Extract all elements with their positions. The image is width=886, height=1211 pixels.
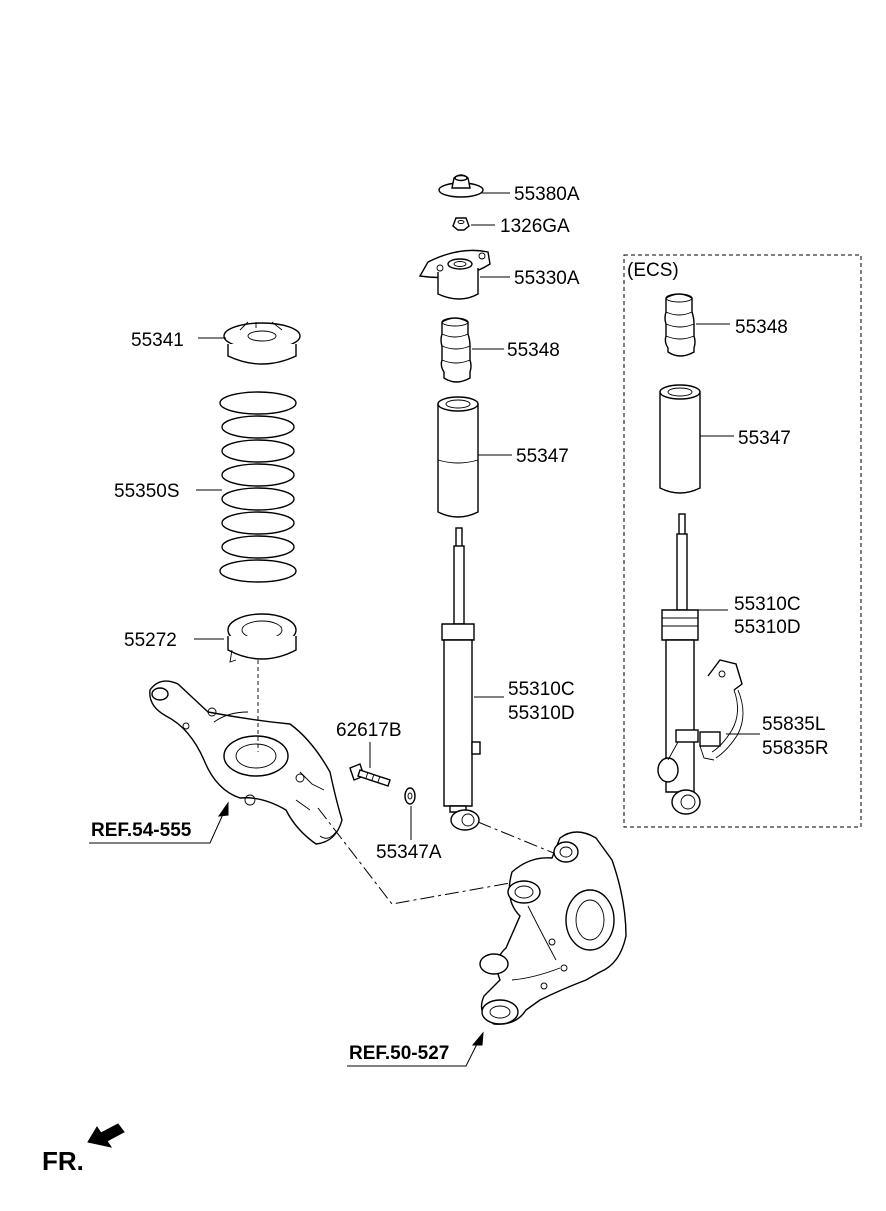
front-indicator: FR. (42, 1123, 125, 1176)
dust-cover (437, 396, 479, 518)
label-1326ga: 1326GA (500, 216, 570, 237)
bolt (349, 763, 391, 787)
label-55341: 55341 (131, 330, 184, 351)
lower-arm (149, 680, 343, 845)
front-arrow-icon (87, 1123, 125, 1148)
washer (404, 787, 416, 805)
mount-line-lower-arm (317, 807, 517, 905)
top-mount (418, 249, 491, 300)
bump-stopper (440, 317, 472, 383)
label-55272: 55272 (124, 630, 177, 651)
svg-text:REF.50-527: REF.50-527 (349, 1043, 449, 1064)
ref-lower-arm: REF.54-555 (89, 801, 229, 844)
ref-knuckle: REF.50-527 (347, 1031, 484, 1067)
nut (452, 217, 470, 231)
label-55347: 55347 (516, 446, 569, 467)
ecs-bump-stopper (664, 293, 696, 357)
knuckle (479, 831, 627, 1025)
ecs-sensor-harness (667, 659, 744, 761)
svg-text:FR.: FR. (42, 1146, 84, 1176)
label-ecs-55835l: 55835L (762, 714, 825, 735)
label-ecs-55310d: 55310D (734, 617, 801, 638)
label-ecs-55310c: 55310C (734, 594, 801, 615)
shock-absorber (441, 527, 481, 831)
label-ecs: (ECS) (627, 260, 679, 281)
label-55347a: 55347A (376, 842, 442, 863)
spring-lower-pad (227, 613, 297, 663)
label-55330a: 55330A (514, 268, 580, 289)
label-62617b: 62617B (336, 720, 402, 741)
label-55380a: 55380A (514, 184, 580, 205)
mount-line-shock (477, 821, 557, 855)
svg-text:REF.54-555: REF.54-555 (91, 820, 192, 841)
label-ecs-55835r: 55835R (762, 738, 829, 759)
ecs-variant-box (623, 254, 862, 828)
label-55310d: 55310D (508, 703, 575, 724)
ecs-dust-cover (659, 384, 701, 494)
label-ecs-55348: 55348 (735, 317, 788, 338)
spring-upper-pad (223, 321, 301, 365)
top-mount-cap (438, 174, 484, 198)
ecs-shock-absorber (657, 513, 701, 815)
label-55350s: 55350S (114, 481, 180, 502)
label-55310c: 55310C (508, 679, 575, 700)
coil-spring (219, 391, 297, 583)
label-ecs-55347: 55347 (738, 428, 791, 449)
label-55348: 55348 (507, 340, 560, 361)
